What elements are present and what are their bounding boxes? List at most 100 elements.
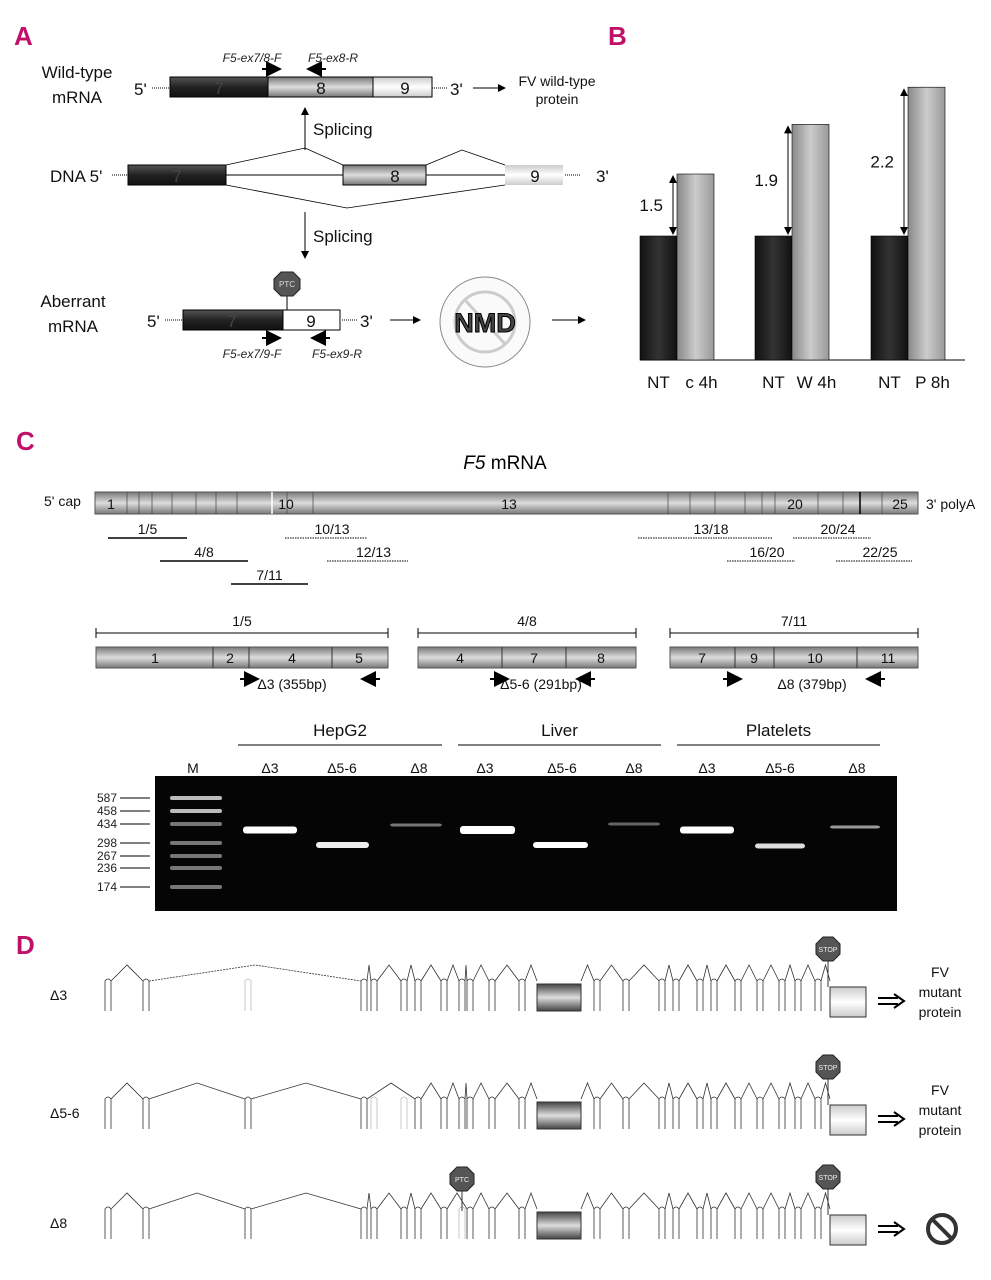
- intron-line: [800, 1082, 816, 1100]
- primer-label: F5-ex8-R: [308, 51, 358, 65]
- bar: [676, 173, 715, 361]
- intron-line: [366, 964, 372, 982]
- exon-label: 25: [892, 496, 908, 512]
- exon-mark: [104, 1206, 112, 1239]
- intron-line: [678, 964, 698, 982]
- exon-mark: [414, 978, 422, 1011]
- intron-line: [678, 1082, 698, 1100]
- intron-line: [580, 963, 595, 982]
- panel-d: Δ3STOPFVmutantproteinΔ5-6STOPFVmutantpro…: [50, 936, 962, 1246]
- wt-mrna-label: Wild-type: [42, 63, 113, 82]
- outcome-label: FV: [931, 1082, 950, 1098]
- intron-line: [420, 964, 442, 982]
- gel-band: [755, 843, 805, 849]
- panel-label-c: C: [16, 426, 35, 456]
- exon-mark: [734, 1096, 742, 1129]
- intron-line: [110, 964, 144, 982]
- intron-line: [784, 963, 796, 982]
- exon-mark: [244, 1206, 252, 1239]
- x-tick-label: NT: [878, 373, 901, 392]
- intron-line: [784, 1081, 796, 1100]
- exon-mark: [488, 1206, 496, 1239]
- exon-mark: [400, 1096, 408, 1129]
- ladder-band: [170, 885, 222, 889]
- exon-label: 2: [226, 650, 234, 666]
- wt-protein-label-2: protein: [536, 91, 579, 107]
- amplicon-title: 1/5: [232, 613, 252, 629]
- exon-label: 10: [278, 496, 294, 512]
- ladder-band: [170, 866, 222, 870]
- exon-label: 5: [355, 650, 363, 666]
- splicing-label: Splicing: [313, 227, 373, 246]
- bar: [754, 235, 793, 361]
- fold-change-label: 1.5: [639, 196, 663, 215]
- panel-a: Wild-type mRNA 5' 7 8 9 3' FV wild-type …: [40, 51, 609, 368]
- exon-mark: [794, 1096, 802, 1129]
- intron-line: [599, 1082, 624, 1100]
- exon-label: 9: [750, 650, 758, 666]
- exon-mark: [658, 1096, 666, 1129]
- intron-line: [110, 1082, 144, 1100]
- amplicon-label: 7/11: [256, 567, 282, 583]
- exon-mark: [414, 1206, 422, 1239]
- exon-mark: [710, 978, 718, 1011]
- ptc-stop-sign-icon: [449, 1166, 475, 1192]
- exon-label: 1: [151, 650, 159, 666]
- three-prime: 3': [450, 80, 463, 99]
- intron-line: [762, 964, 780, 982]
- intron-line: [800, 964, 816, 982]
- x-tick-label: NT: [647, 373, 670, 392]
- exon-label: 9: [530, 167, 539, 186]
- exon-mark: [142, 978, 150, 1011]
- exon-mark: [458, 1206, 466, 1239]
- exon-block: [536, 983, 582, 1012]
- gel-band: [316, 842, 369, 848]
- exon-label: 8: [390, 167, 399, 186]
- exon-label: 7: [698, 650, 706, 666]
- intron-line: [524, 1191, 538, 1210]
- stop-label: STOP: [819, 947, 838, 954]
- three-prime: 3': [596, 167, 609, 186]
- exon-mark: [756, 978, 764, 1011]
- gel-band: [608, 822, 660, 826]
- intron-line: [420, 1192, 442, 1210]
- intron-line: [716, 964, 736, 982]
- double-arrow-icon: [878, 993, 906, 1009]
- amplicon-label: 22/25: [862, 544, 897, 560]
- exon-mark: [756, 1206, 764, 1239]
- exon-mark: [672, 1206, 680, 1239]
- exon-mark: [778, 978, 786, 1011]
- dna-exon-9: [505, 165, 563, 185]
- ladder-size-label: 587: [97, 791, 117, 805]
- intron-line: [762, 1082, 780, 1100]
- exon-label: 11: [881, 650, 896, 666]
- intron-line: [800, 1192, 816, 1210]
- panel-label-b: B: [608, 21, 627, 51]
- intron-line: [628, 964, 660, 982]
- dna-exon-7: [127, 164, 227, 186]
- intron-line: [472, 1192, 490, 1210]
- exon-mark: [370, 1206, 378, 1239]
- exon-mark: [593, 978, 601, 1011]
- bar: [870, 235, 909, 361]
- intron-line: [702, 964, 712, 982]
- prohibited-icon: [926, 1213, 958, 1245]
- exon-mark: [104, 1096, 112, 1129]
- intron-line: [716, 1192, 736, 1210]
- fold-change-label: 2.2: [870, 153, 894, 172]
- lane-label: M: [187, 760, 199, 776]
- primer-label: F5-ex7/9-F: [223, 347, 282, 361]
- exon-mark: [360, 1096, 368, 1129]
- ladder-size-label: 298: [97, 836, 117, 850]
- stop-label: STOP: [819, 1175, 838, 1182]
- ladder-band: [170, 809, 222, 813]
- gel-band: [243, 826, 297, 834]
- exon-label: 7: [227, 312, 236, 331]
- cap-label: 5' cap: [44, 493, 81, 509]
- intron-line: [494, 1082, 520, 1100]
- exon-mark: [488, 978, 496, 1011]
- intron-line: [664, 1082, 674, 1100]
- five-prime: 5': [134, 80, 147, 99]
- ladder-band: [170, 841, 222, 845]
